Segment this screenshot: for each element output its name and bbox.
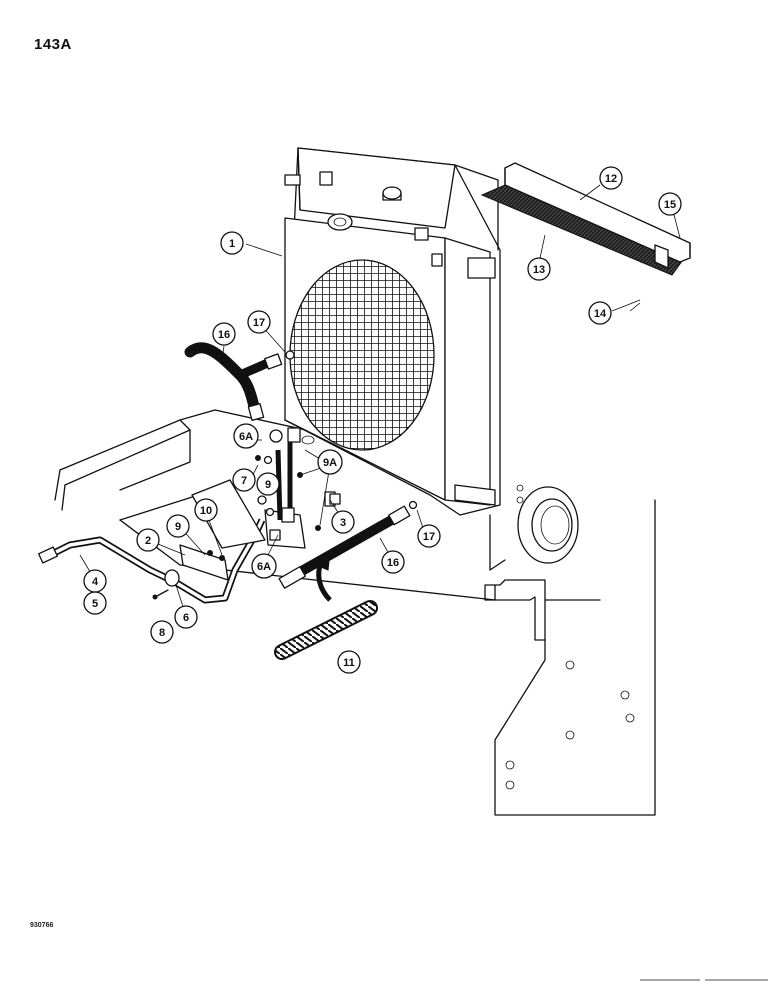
upper-hose <box>184 342 295 421</box>
callout-14: 14 <box>588 301 612 325</box>
callout-label: 11 <box>343 657 355 669</box>
callout-13: 13 <box>527 257 551 281</box>
callout-label: 6 <box>183 612 189 624</box>
callout-label: 16 <box>387 557 399 569</box>
callout-label: 17 <box>423 531 435 543</box>
callout-6: 6 <box>174 605 198 629</box>
callout-4: 4 <box>83 569 107 593</box>
callouts: 1 2 3 4 5 6 6A 6A 7 8 9 9 9A 10 11 12 13… <box>83 166 682 674</box>
mount-bracket <box>179 479 306 581</box>
drawing-code: 930766 <box>30 922 54 929</box>
callout-9-lower: 9 <box>166 514 190 538</box>
callout-label: 16 <box>218 329 230 341</box>
callout-6a-upper: 6A <box>233 423 259 449</box>
callout-label: 3 <box>340 517 346 529</box>
callout-15: 15 <box>658 192 682 216</box>
callout-label: 13 <box>533 264 545 276</box>
callout-10: 10 <box>194 498 218 522</box>
callout-label: 8 <box>159 627 165 639</box>
callout-16-upper: 16 <box>212 322 236 346</box>
callout-label: 6A <box>239 431 253 443</box>
callout-label: 7 <box>241 475 247 487</box>
callout-label: 12 <box>605 173 617 185</box>
callout-5: 5 <box>83 591 107 615</box>
callout-label: 1 <box>229 238 235 250</box>
callout-7: 7 <box>232 468 256 492</box>
fitting-assembly <box>255 427 341 541</box>
callout-6a-lower: 6A <box>251 553 277 579</box>
callout-label: 10 <box>200 505 212 517</box>
callout-label: 9 <box>175 521 181 533</box>
callout-label: 9 <box>265 479 271 491</box>
callout-1: 1 <box>220 231 244 255</box>
callout-label: 2 <box>145 535 151 547</box>
callout-16-lower: 16 <box>381 550 405 574</box>
callout-12: 12 <box>599 166 623 190</box>
callout-17-upper: 17 <box>247 310 271 334</box>
callout-label: 5 <box>92 598 98 610</box>
callout-label: 4 <box>92 576 99 588</box>
coil-hose <box>274 550 378 660</box>
callout-label: 17 <box>253 317 265 329</box>
radiator <box>284 147 501 516</box>
callout-2: 2 <box>136 528 160 552</box>
callout-label: 6A <box>257 561 271 573</box>
callout-17-lower: 17 <box>417 524 441 548</box>
callout-label: 9A <box>323 457 337 469</box>
callout-9-upper: 9 <box>256 472 280 496</box>
shroud-cover <box>480 162 691 276</box>
oil-cooler-tube <box>37 518 266 604</box>
callout-8: 8 <box>150 620 174 644</box>
callout-label: 14 <box>594 308 607 320</box>
page-number: 143A <box>34 36 72 53</box>
callout-label: 15 <box>664 199 676 211</box>
callout-3: 3 <box>331 510 355 534</box>
callout-9a: 9A <box>317 449 343 475</box>
side-panel <box>484 484 656 816</box>
callout-11: 11 <box>337 650 361 674</box>
